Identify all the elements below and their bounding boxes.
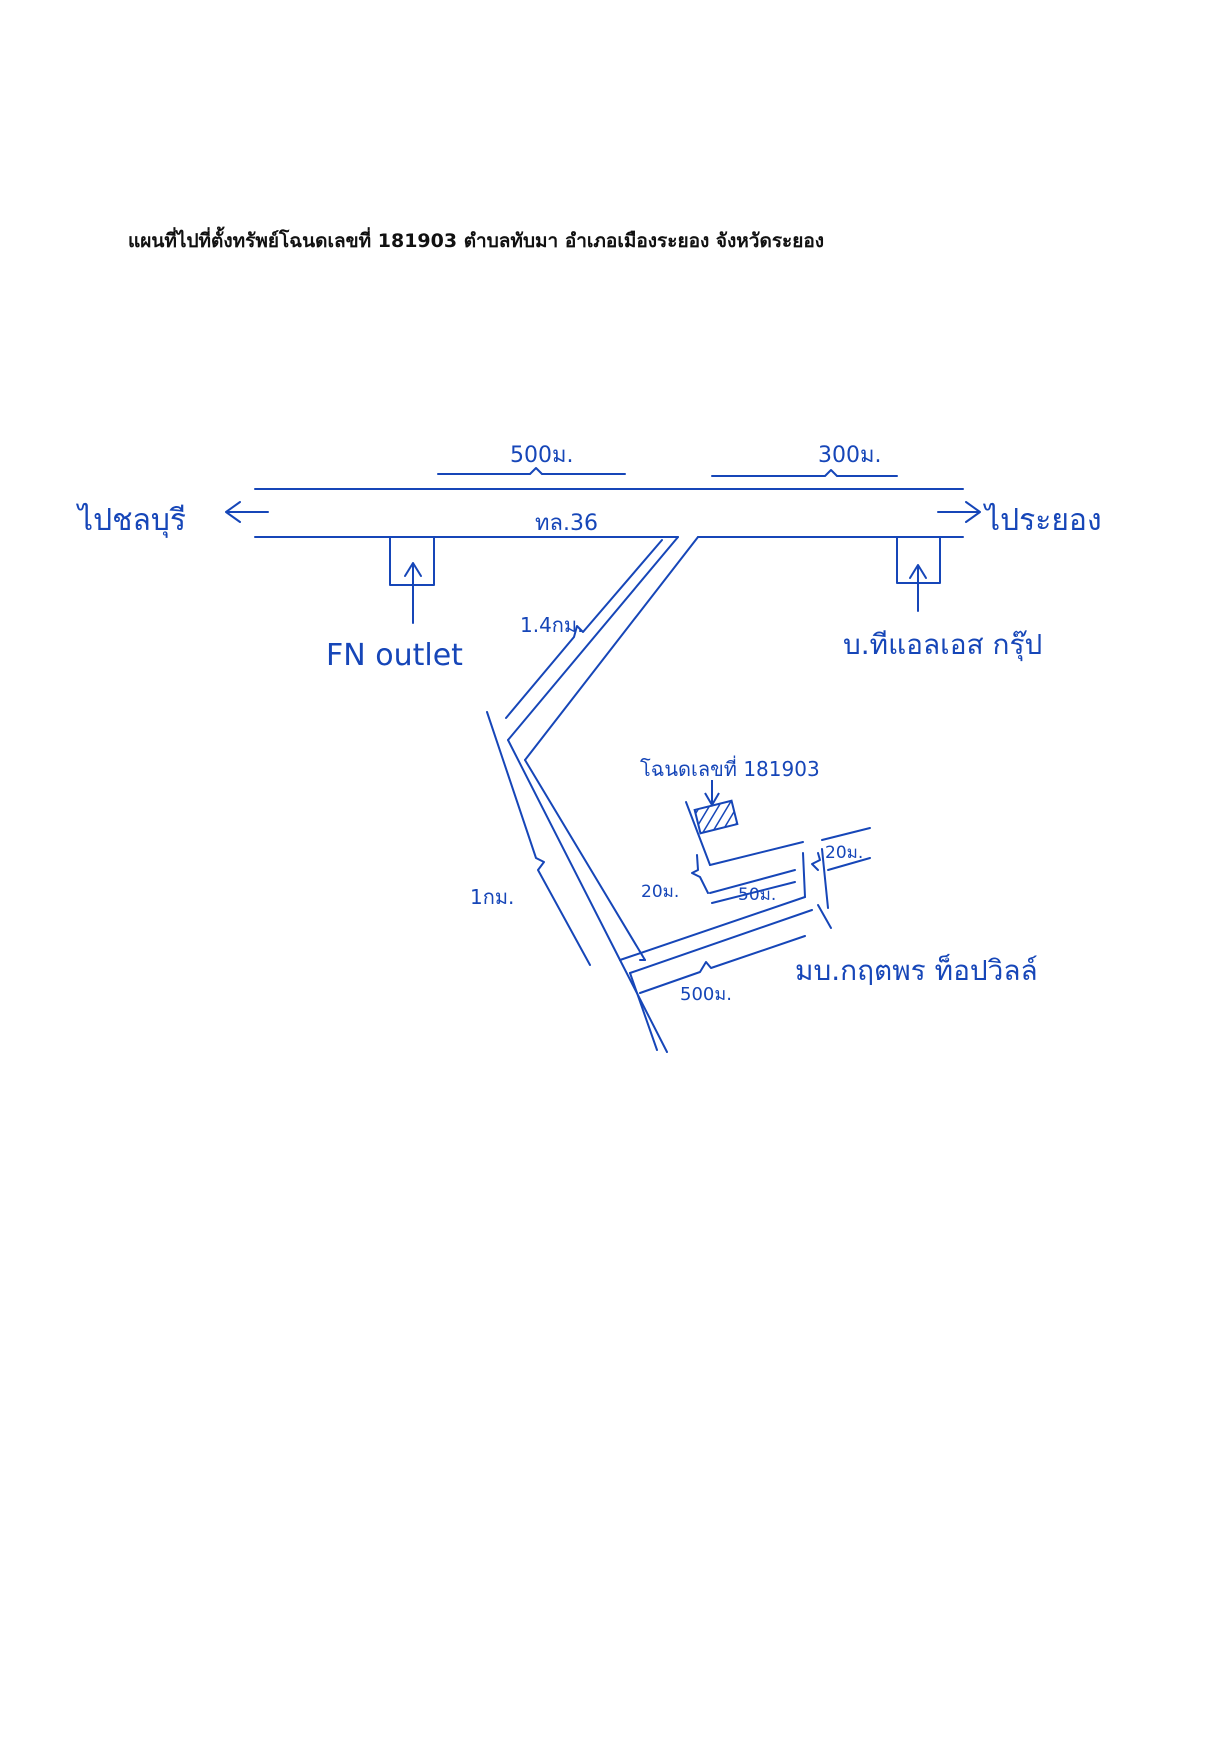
soi-upper-edge bbox=[709, 841, 804, 866]
label-1-4km: 1.4กม. bbox=[520, 613, 583, 637]
label-500m-bottom: 500ม. bbox=[680, 984, 732, 1005]
label-20m-right: 20ม. bbox=[825, 843, 863, 863]
label-300m-top: 300ม. bbox=[818, 443, 882, 468]
plot-left-edge bbox=[685, 801, 711, 866]
label-to-chonburi: ไปชลบุรี bbox=[76, 502, 186, 539]
side-soi-right-edge bbox=[821, 848, 829, 909]
label-fn-outlet: FN outlet bbox=[326, 638, 463, 673]
label-20m-left: 20ม. bbox=[641, 882, 679, 902]
label-village: มบ.กฤตพร ท็อปวิลล์ bbox=[795, 953, 1038, 987]
dim-line-50 bbox=[711, 881, 796, 904]
dim-line-1-4km bbox=[505, 539, 663, 719]
soi-500-bottom-edge bbox=[629, 909, 813, 974]
fn-outlet-arrow bbox=[404, 562, 422, 624]
soi-upper-edge-right bbox=[821, 827, 871, 841]
label-500m-top: 500ม. bbox=[510, 443, 574, 468]
map-title: แผนที่ไปที่ตั้งทรัพย์โฉนดเลขที่ 181903 ต… bbox=[128, 230, 825, 252]
label-50m: 50ม. bbox=[738, 885, 776, 905]
dim-line-500-top bbox=[437, 467, 626, 475]
dim-line-1km bbox=[486, 711, 591, 966]
branch-road-right-edge bbox=[524, 536, 699, 761]
dim-line-300-top bbox=[711, 469, 898, 477]
label-deed-181903: โฉนดเลขที่ 181903 bbox=[640, 755, 820, 781]
dim-line-20-left bbox=[691, 854, 709, 894]
branch-road-left-edge bbox=[507, 536, 679, 741]
main-road-left-edge bbox=[507, 739, 621, 961]
deed-pointer-arrow bbox=[704, 780, 720, 807]
tls-group-arrow bbox=[909, 564, 927, 612]
side-soi-left-edge bbox=[802, 852, 806, 898]
label-highway-36: ทล.36 bbox=[535, 511, 598, 536]
arrow-right-to-rayong bbox=[937, 501, 981, 523]
label-1km: 1กม. bbox=[470, 885, 514, 909]
soi-500-top-edge bbox=[619, 896, 806, 961]
main-road-right-edge-extend bbox=[629, 972, 658, 1051]
dim-line-20-right bbox=[811, 852, 821, 871]
soi-lower-edge-right bbox=[827, 857, 871, 871]
arrow-left-to-chonburi bbox=[225, 501, 269, 523]
label-tls-group: บ.ทีแอลเอส กรุ๊ป bbox=[843, 628, 1042, 662]
main-road-right-edge bbox=[524, 759, 646, 961]
subject-plot-hatched bbox=[693, 799, 739, 835]
main-road-left-edge-lower bbox=[619, 959, 668, 1053]
dim-line-500-bottom bbox=[639, 935, 806, 994]
plot-bottom-edge bbox=[709, 869, 796, 894]
label-to-rayong: ไประยอง bbox=[983, 502, 1102, 538]
side-soi-far-edge bbox=[817, 904, 832, 929]
